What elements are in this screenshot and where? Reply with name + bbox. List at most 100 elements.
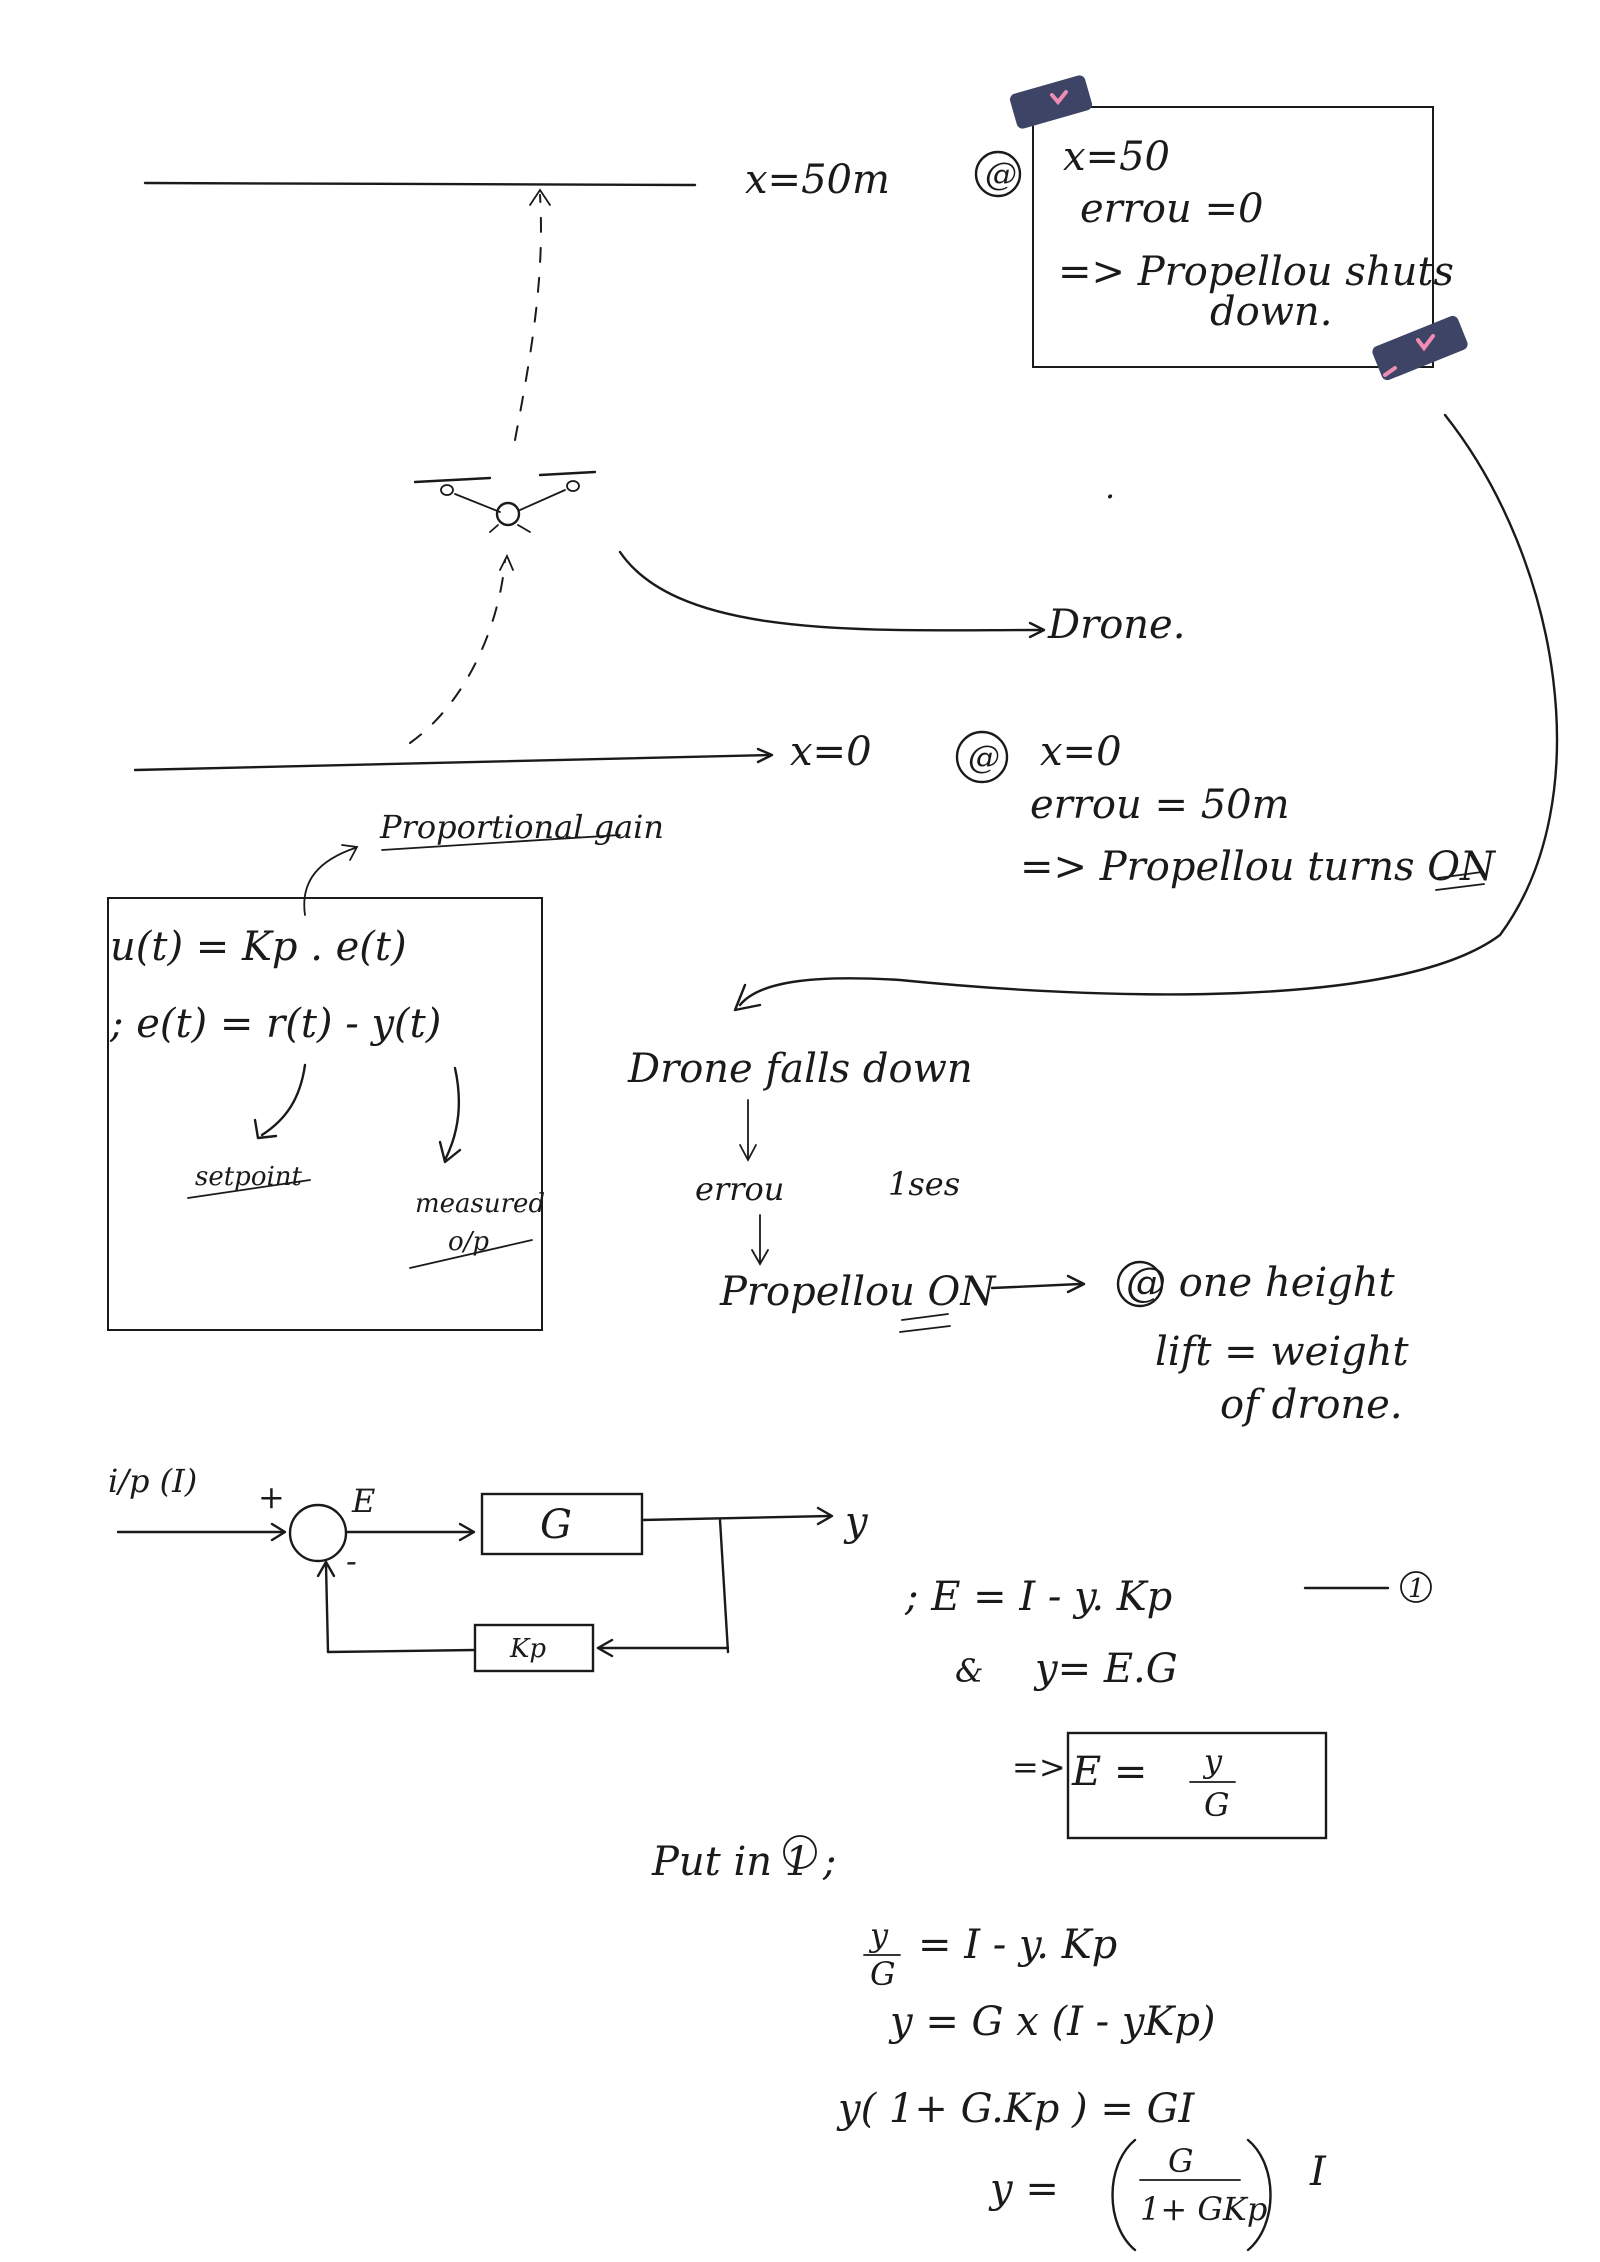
input-arrowhead — [270, 1522, 287, 1542]
note-bottom: @ x=0 errou = 50m => Propellou turns ON — [955, 729, 1497, 891]
feedback-up-line — [324, 1563, 330, 1654]
derivation-step-d-den: 1+ GKp — [1140, 2190, 1267, 2228]
derivation-eq1: ; E = I - y. Kp — [904, 1574, 1172, 1620]
derivation-eq2-prefix: & — [955, 1652, 983, 1690]
error-label: E — [351, 1482, 375, 1520]
feedback-block-label: Kp — [509, 1634, 546, 1664]
derivation-step-a-num: y — [868, 1916, 889, 1954]
derivation-eq3-lhs: E = — [1071, 1749, 1147, 1795]
forward-block-label: G — [540, 1502, 572, 1548]
derivation-step-a-den: G — [870, 1955, 896, 1993]
control-law: Proportional gain u(t) = Kp . e(t) ; e(t… — [107, 808, 664, 1331]
derivation-step-d-lhs: y = — [988, 2166, 1059, 2212]
note-top-box — [1032, 106, 1434, 368]
note-bottom-marker-circle — [955, 730, 1009, 784]
note-top-line2: errou =0 — [1080, 186, 1263, 232]
derivation-step-b: y = G x (I - yKp) — [888, 1999, 1216, 2045]
sequence-arrowhead-3 — [1066, 1274, 1086, 1294]
derivation-eq3-prefix: => — [1012, 1748, 1066, 1786]
note-bottom-line2: errou = 50m — [1030, 782, 1290, 828]
feedback-up-arrowhead — [316, 1560, 336, 1578]
summing-junction — [288, 1503, 348, 1563]
note-bottom-line1: x=0 — [1040, 729, 1122, 775]
gain-underline — [381, 834, 621, 851]
feedback-arrowhead — [596, 1638, 614, 1658]
sequence-step2: errou — [695, 1170, 784, 1208]
derivation-put-in-circle — [783, 1835, 817, 1869]
output-label: y — [843, 1499, 869, 1545]
sequence-on-underline-1 — [901, 1313, 949, 1321]
output-arrow-line — [640, 1514, 832, 1522]
setpoint-pointer — [260, 1063, 307, 1137]
note-top-line3: => Propellou shuts — [1058, 249, 1454, 295]
flight-path-arrow-lower — [499, 553, 514, 571]
sequence-arrowhead-2 — [751, 1249, 769, 1266]
gain-pointer — [303, 847, 356, 916]
control-law-box — [107, 897, 543, 1331]
feedback-takeoff-line — [718, 1518, 730, 1654]
note-bottom-line3: => Propellou turns ON — [1020, 844, 1497, 890]
measured-label-2: o/p — [448, 1227, 489, 1257]
sequence-marker-circle — [1116, 1260, 1164, 1308]
tape-bottom-right — [1372, 315, 1468, 381]
setpoint-underline — [187, 1179, 311, 1199]
sequence-arrow-3 — [990, 1282, 1082, 1290]
drone-scene: x=50m x=0 Drone. . — [133, 157, 1185, 775]
stray-dot: . — [1105, 468, 1115, 506]
measured-pointer — [443, 1066, 461, 1162]
derivation-step-c: y( 1+ G.Kp ) = GI — [836, 2086, 1196, 2132]
derivation-eq1-tag: 1 — [1408, 1574, 1425, 1604]
connector-curve — [738, 413, 1559, 1007]
block-diagram: i/p (I) + - E G y Kp — [108, 1462, 869, 1673]
derivation-eq3-den: G — [1204, 1786, 1230, 1824]
tape-top-left — [1009, 75, 1093, 129]
flight-path-arrow-upper — [529, 188, 551, 206]
derivation-step-a-rhs: = I - y. Kp — [918, 1922, 1117, 1968]
derivation-eq1-tag-circle — [1400, 1571, 1432, 1603]
derivation-result-box — [1066, 1731, 1328, 1840]
measured-underline — [409, 1239, 533, 1269]
note-top: @ x=50 errou =0 => Propellou shuts down. — [974, 75, 1468, 381]
derivation-step-d-tail: I — [1309, 2149, 1327, 2195]
drone-label: Drone. — [1047, 602, 1185, 648]
derivation: ; E = I - y. Kp 1 & y= E.G => E = y G Pu… — [651, 1571, 1432, 2252]
ground-line-arrowhead — [756, 747, 774, 764]
sequence-arrowhead-1 — [739, 1144, 757, 1162]
derivation-eq3-num: y — [1202, 1742, 1223, 1780]
gain-label: Proportional gain — [379, 808, 664, 846]
derivation-put-in: Put in 1 ; — [651, 1839, 836, 1885]
feedback-block — [473, 1623, 595, 1673]
note-top-line4: down. — [1210, 289, 1332, 335]
note-top-marker-circle — [974, 150, 1022, 198]
setpoint-arrowhead — [253, 1118, 278, 1140]
ground-level-label: x=0 — [790, 729, 872, 775]
sequence-step1: Drone falls down — [627, 1046, 973, 1092]
minus-sign: - — [346, 1542, 357, 1580]
on-underline-1 — [1437, 871, 1483, 879]
sequence-step3: Propellou ON — [719, 1269, 997, 1315]
gain-pointer-arrowhead — [341, 844, 359, 861]
forward-arrowhead — [458, 1522, 476, 1542]
note-bottom-marker: @ — [968, 738, 1000, 776]
note-top-marker: @ — [985, 155, 1017, 193]
forward-block — [480, 1492, 644, 1556]
plus-sign: + — [258, 1478, 285, 1516]
control-law-eq1: u(t) = Kp . e(t) — [110, 924, 407, 970]
flight-path-lower — [409, 559, 506, 744]
connector-arrowhead — [733, 983, 762, 1012]
note-top-line1: x=50 — [1063, 134, 1170, 180]
control-law-eq2: ; e(t) = r(t) - y(t) — [109, 1001, 441, 1047]
drone-pointer-line — [618, 550, 1042, 632]
measured-label-1: measured — [415, 1189, 545, 1219]
sequence-result-line3: of drone. — [1220, 1382, 1403, 1428]
derivation-eq2: y= E.G — [1033, 1646, 1178, 1692]
sequence-step2-note: 1ses — [888, 1165, 960, 1203]
derivation-paren-right — [1246, 2138, 1272, 2252]
sequence-on-underline-2 — [899, 1325, 951, 1333]
top-level-line — [143, 181, 697, 187]
feedback-to-junction-line — [326, 1648, 477, 1654]
input-label: i/p (I) — [108, 1462, 197, 1500]
derivation-paren-left — [1111, 2138, 1137, 2252]
flight-path-upper — [514, 194, 542, 441]
